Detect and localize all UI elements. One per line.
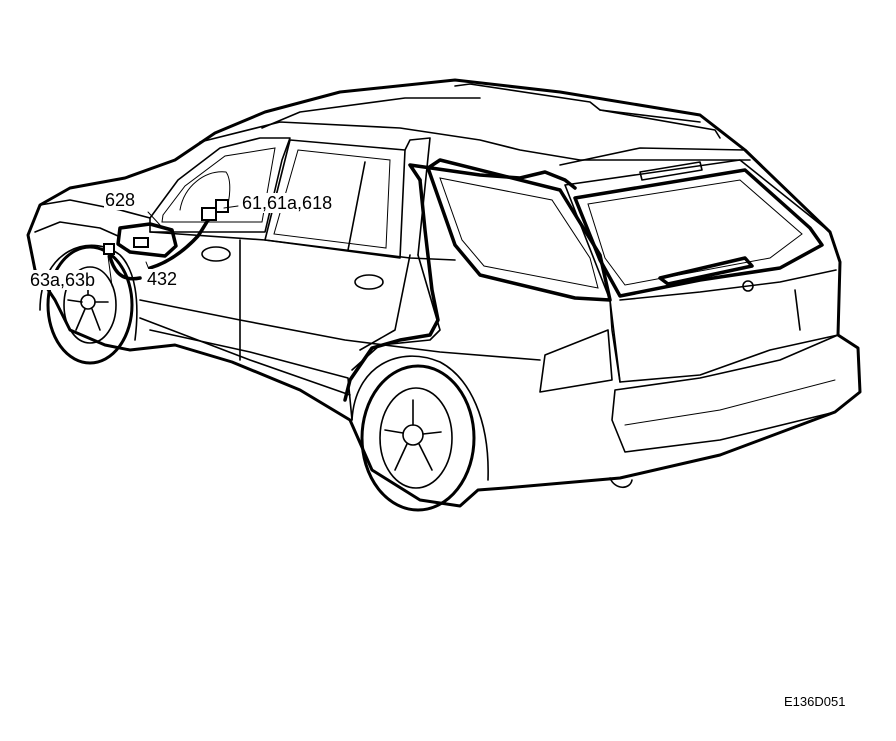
front-window-frame [149,137,291,233]
rear-door-seam [359,254,411,351]
callout-63a-63b: 63a,63b [29,270,97,290]
rear-roof-edge [559,147,746,166]
rocker-panel [139,317,351,396]
rear-door-edge [351,254,441,371]
rear-light [539,329,613,393]
leader-61 [223,205,239,209]
roof-panel [214,79,746,151]
door-connector-a [201,207,217,221]
rear-bumper-top [624,379,836,426]
roof-rail-front [454,83,701,123]
figure-code: E136D051 [784,694,846,709]
roof-rail-left [261,97,481,129]
badge-line [794,289,801,331]
brake-light-bar [639,161,703,181]
callout-432: 432 [146,269,179,289]
tailgate-spoiler-edge [609,299,621,383]
mirror-connector [133,237,149,248]
rear-rim [379,387,453,489]
headlamp-edge [34,221,119,237]
car-body-outline [26,78,862,508]
front-hub [80,294,96,310]
roof-edge [199,121,751,161]
harness-roof [408,163,577,190]
belt-line [149,231,456,261]
rear-bumper [611,334,861,453]
rear-wiper [658,256,754,286]
callout-628: 628 [104,190,137,210]
front-fender [39,199,151,219]
front-rim [63,266,117,344]
front-tyre [46,245,134,365]
rear-tyre [360,364,476,512]
exhaust-pipe [609,477,633,489]
roof-rail-rear [599,109,721,139]
rear-rim-spokes [384,399,442,471]
side-crease [139,299,541,361]
rear-wheel-arch [351,355,489,481]
side-mirror [116,222,178,258]
tailgate-lower-edge [619,269,837,301]
b-pillar [347,161,366,251]
callout-61-61a-618: 61,61a,618 [241,193,334,213]
rear-window [573,168,824,298]
rear-window-inner [587,179,803,286]
door-connector-b [215,199,229,213]
front-connector [103,243,115,255]
rear-door-handle [354,274,384,290]
side-sill [149,329,353,421]
harness-body [343,178,440,402]
front-door-handle [201,246,231,262]
leader-628 [147,211,161,226]
mirror-glass-arc [179,171,231,211]
leader-63 [107,255,113,287]
front-window-inner [161,147,276,223]
rear-quarter-window-inner [439,177,599,289]
tailgate-outline [564,159,841,383]
rear-hub [402,424,424,446]
c-pillar [404,137,431,256]
